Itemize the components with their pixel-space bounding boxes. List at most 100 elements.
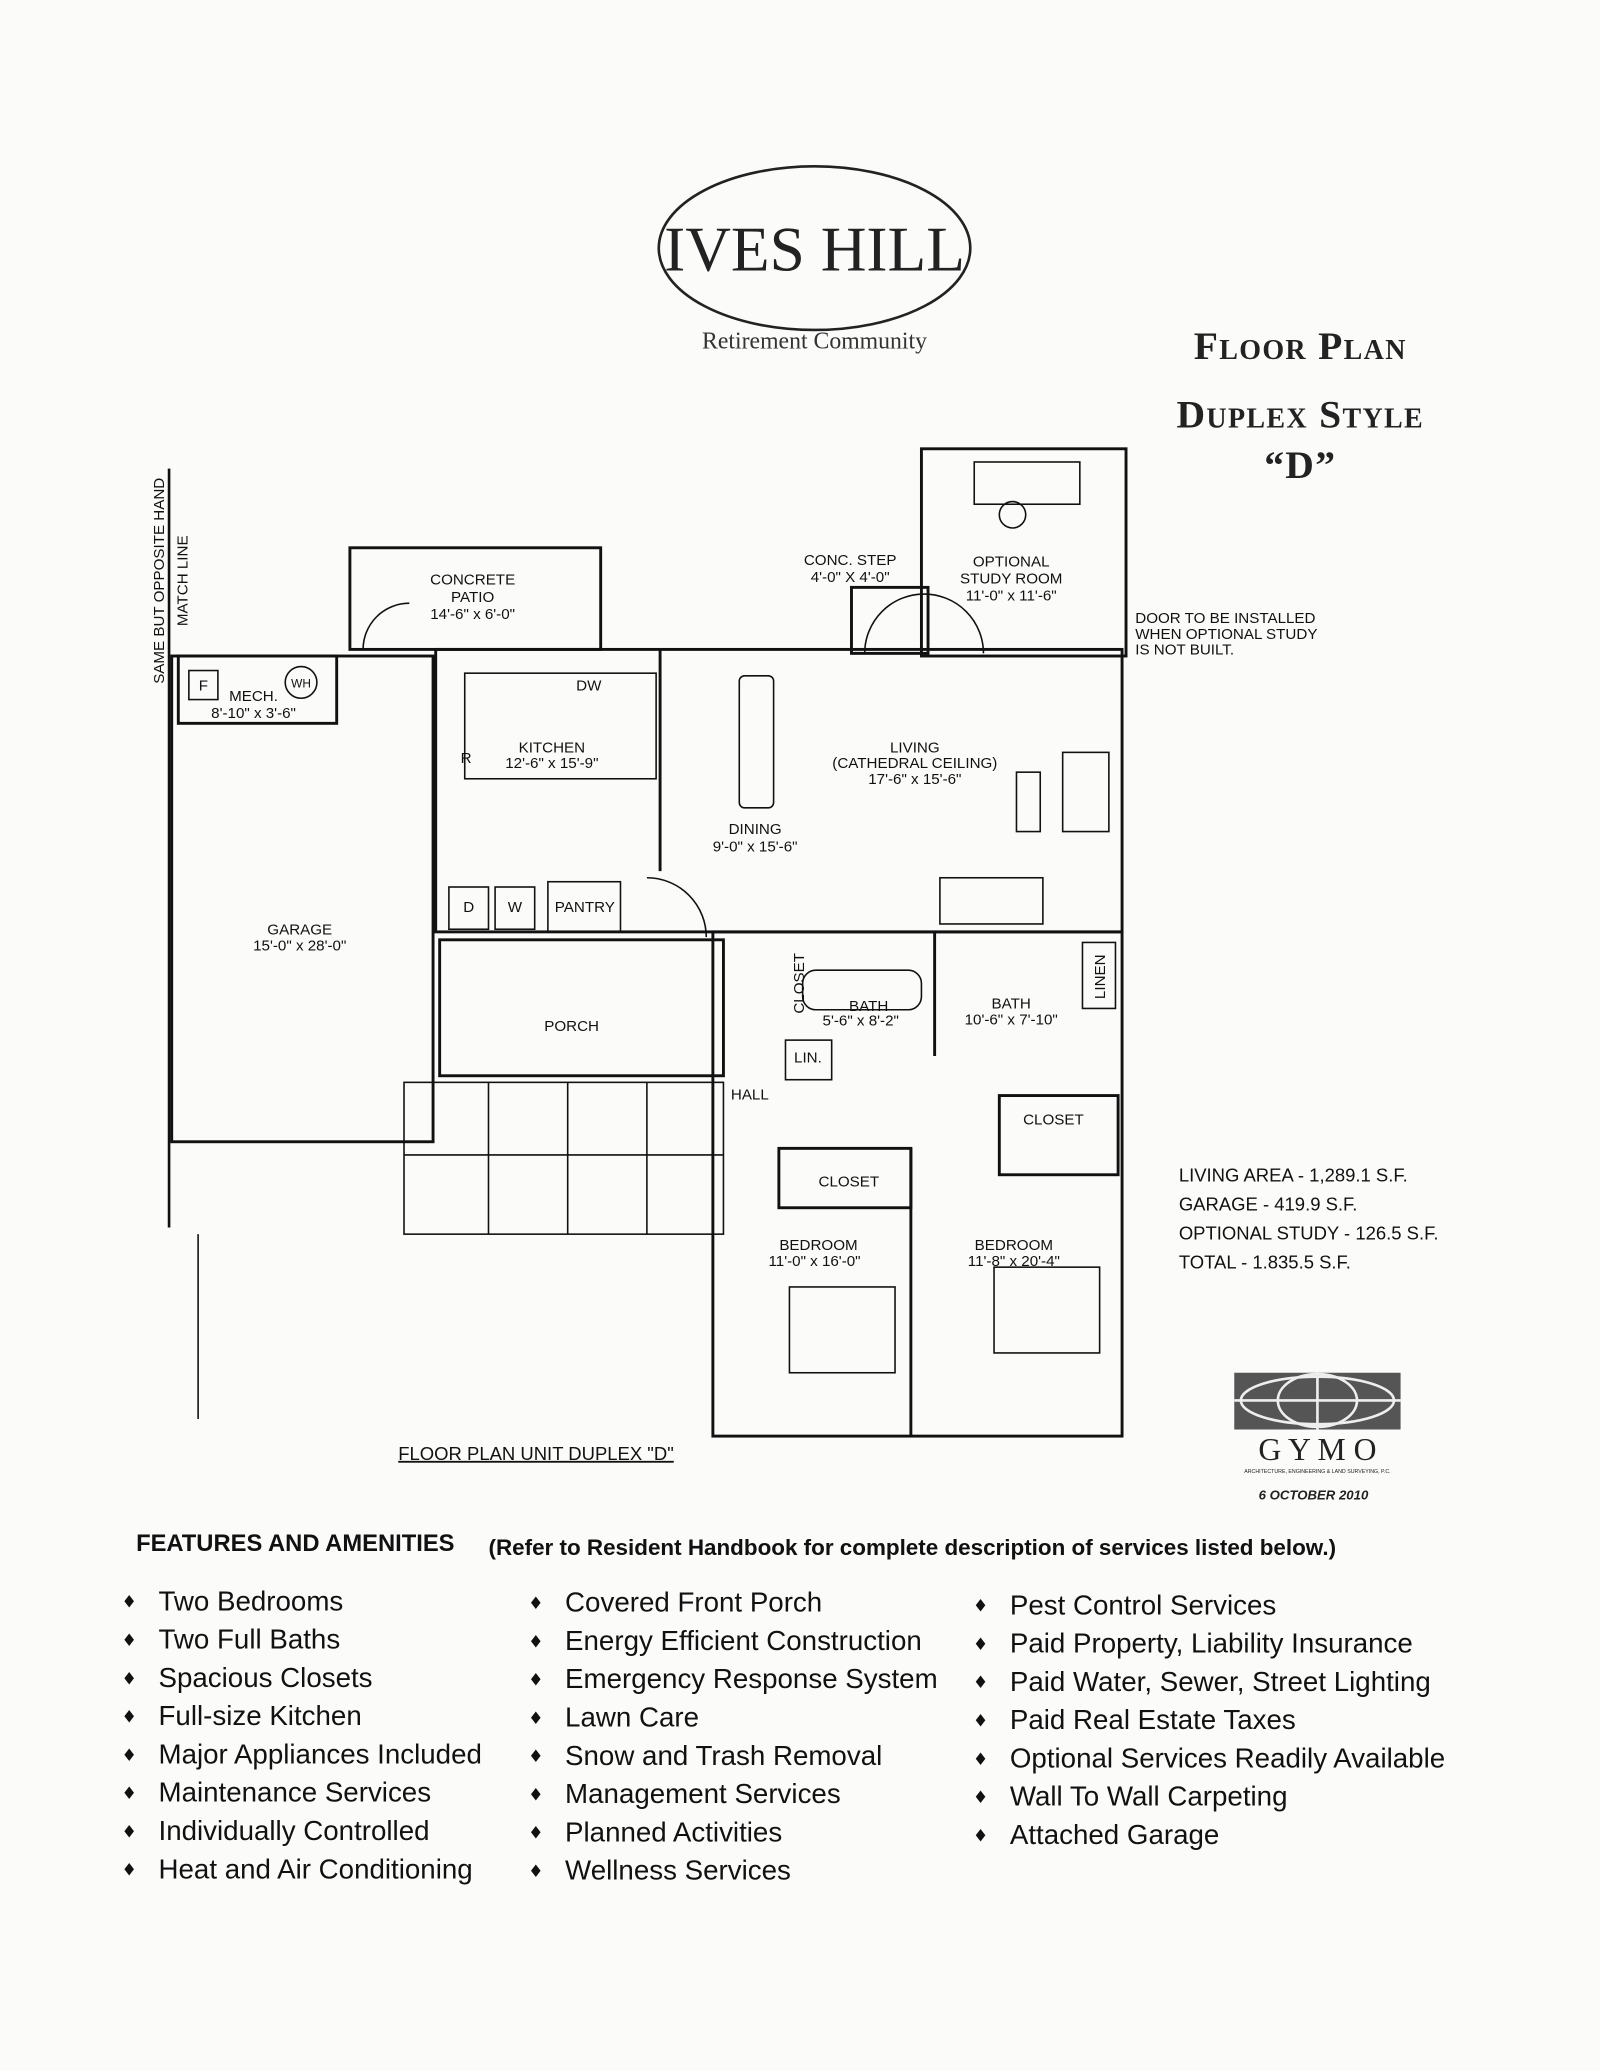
svg-text:10'-6" x 7'-10": 10'-6" x 7'-10" <box>965 1011 1058 1028</box>
feature-item: Covered Front Porch <box>565 1587 822 1618</box>
svg-text:BEDROOM: BEDROOM <box>779 1237 857 1254</box>
match-line: SAME BUT OPPOSITE HAND MATCH LINE <box>151 468 192 1228</box>
feature-item: Attached Garage <box>1010 1819 1219 1850</box>
feature-item: Management Services <box>565 1778 841 1809</box>
feature-item: Wellness Services <box>565 1855 791 1886</box>
bullet-icon: ♦ <box>528 1824 543 1844</box>
heading-style-letter: “D” <box>1264 443 1336 487</box>
svg-text:DW: DW <box>576 677 602 694</box>
svg-text:BATH: BATH <box>849 998 888 1015</box>
svg-text:LIN.: LIN. <box>794 1050 822 1067</box>
features-section: FEATURES AND AMENITIES (Refer to Residen… <box>122 1530 1446 1886</box>
svg-text:F: F <box>199 677 208 694</box>
feature-item: Paid Property, Liability Insurance <box>1010 1628 1413 1659</box>
bullet-icon: ♦ <box>122 1784 137 1804</box>
svg-text:W: W <box>508 899 523 916</box>
heading-floor-plan: Floor Plan <box>1194 324 1407 368</box>
bullet-icon: ♦ <box>122 1631 137 1651</box>
svg-text:14'-6" x 6'-0": 14'-6" x 6'-0" <box>430 606 515 623</box>
feature-item: Major Appliances Included <box>159 1738 482 1769</box>
ives-hill-logo: IVES HILL Retirement Community <box>657 164 972 354</box>
bullet-icon: ♦ <box>528 1671 543 1691</box>
bullet-icon: ♦ <box>122 1593 137 1613</box>
svg-text:G Y M O: G Y M O <box>1258 1432 1376 1467</box>
svg-text:WH: WH <box>291 677 311 691</box>
feature-item: Optional Services Readily Available <box>1010 1742 1445 1773</box>
plan-caption: FLOOR PLAN UNIT DUPLEX "D" <box>398 1443 674 1464</box>
svg-text:DINING: DINING <box>729 821 782 838</box>
room-labels: CONCRETE PATIO 14'-6" x 6'-0" CONC. STEP… <box>188 552 1317 1270</box>
bullet-icon: ♦ <box>528 1594 543 1614</box>
svg-text:D: D <box>463 899 474 916</box>
bullet-icon: ♦ <box>973 1711 988 1731</box>
bullet-icon: ♦ <box>973 1826 988 1846</box>
floor-plan-walls <box>170 447 1128 1438</box>
svg-text:GARAGE: GARAGE <box>267 922 332 939</box>
svg-text:11'-8" x 20'-4": 11'-8" x 20'-4" <box>968 1253 1060 1270</box>
bullet-icon: ♦ <box>973 1673 988 1693</box>
heading-duplex-style: Duplex Style <box>1177 393 1424 437</box>
svg-text:DOOR TO BE INSTALLED: DOOR TO BE INSTALLED <box>1135 610 1315 627</box>
svg-text:HALL: HALL <box>731 1087 769 1104</box>
furniture <box>738 461 1110 1374</box>
svg-text:OPTIONAL STUDY - 126.5 S.F.: OPTIONAL STUDY - 126.5 S.F. <box>1179 1222 1439 1243</box>
svg-text:6 OCTOBER 2010: 6 OCTOBER 2010 <box>1259 1487 1369 1502</box>
feature-item: Wall To Wall Carpeting <box>1010 1781 1288 1812</box>
logo-subtitle: Retirement Community <box>702 328 927 354</box>
svg-text:IS NOT BUILT.: IS NOT BUILT. <box>1135 642 1234 659</box>
svg-text:LIVING: LIVING <box>890 739 940 756</box>
feature-item: Planned Activities <box>565 1816 782 1847</box>
svg-text:R: R <box>461 750 472 767</box>
svg-text:PANTRY: PANTRY <box>555 899 615 916</box>
feature-item: Pest Control Services <box>1010 1589 1276 1620</box>
bullet-icon: ♦ <box>122 1746 137 1766</box>
feature-item: Heat and Air Conditioning <box>159 1853 473 1884</box>
feature-item: Emergency Response System <box>565 1663 938 1694</box>
svg-text:9'-0" x 15'-6": 9'-0" x 15'-6" <box>713 838 798 855</box>
svg-text:OPTIONAL: OPTIONAL <box>973 553 1050 570</box>
svg-text:CONCRETE: CONCRETE <box>430 572 515 589</box>
svg-text:(CATHEDRAL CEILING): (CATHEDRAL CEILING) <box>832 755 997 772</box>
bullet-icon: ♦ <box>122 1708 137 1728</box>
svg-text:MECH.: MECH. <box>229 688 278 705</box>
svg-text:GARAGE - 419.9 S.F.: GARAGE - 419.9 S.F. <box>1179 1193 1358 1214</box>
feature-item: Energy Efficient Construction <box>565 1625 922 1656</box>
svg-text:12'-6" x 15'-9": 12'-6" x 15'-9" <box>505 755 598 772</box>
svg-text:STUDY ROOM: STUDY ROOM <box>960 570 1062 587</box>
feature-item: Two Bedrooms <box>159 1585 344 1616</box>
feature-item: Two Full Baths <box>159 1624 341 1655</box>
bullet-icon: ♦ <box>528 1709 543 1729</box>
bullet-icon: ♦ <box>973 1635 988 1655</box>
bullet-icon: ♦ <box>528 1785 543 1805</box>
features-title: FEATURES AND AMENITIES <box>136 1530 454 1557</box>
bullet-icon: ♦ <box>122 1861 137 1881</box>
svg-text:8'-10" x 3'-6": 8'-10" x 3'-6" <box>211 705 296 722</box>
svg-text:BATH: BATH <box>992 995 1031 1012</box>
svg-text:WHEN OPTIONAL STUDY: WHEN OPTIONAL STUDY <box>1135 626 1317 643</box>
features-note: (Refer to Resident Handbook for complete… <box>488 1535 1336 1560</box>
feature-item: Maintenance Services <box>159 1777 432 1808</box>
svg-text:KITCHEN: KITCHEN <box>519 739 586 756</box>
svg-text:5'-6" x 8'-2": 5'-6" x 8'-2" <box>823 1013 899 1030</box>
bullet-icon: ♦ <box>122 1822 137 1842</box>
svg-text:CLOSET: CLOSET <box>819 1174 880 1191</box>
svg-text:CONC. STEP: CONC. STEP <box>804 552 897 569</box>
feature-item: Paid Real Estate Taxes <box>1010 1704 1296 1735</box>
svg-text:17'-6" x 15'-6": 17'-6" x 15'-6" <box>868 771 961 788</box>
svg-text:CLOSET: CLOSET <box>791 953 808 1014</box>
svg-text:LIVING AREA - 1,289.1 S.F.: LIVING AREA - 1,289.1 S.F. <box>1179 1164 1408 1185</box>
bullet-icon: ♦ <box>973 1750 988 1770</box>
gymo-logo: G Y M O ARCHITECTURE, ENGINEERING & LAND… <box>1234 1372 1401 1502</box>
feature-item: Individually Controlled <box>159 1815 430 1846</box>
feature-item: Spacious Closets <box>159 1662 373 1693</box>
bullet-icon: ♦ <box>528 1862 543 1882</box>
bullet-icon: ♦ <box>973 1597 988 1617</box>
svg-text:MATCH LINE: MATCH LINE <box>175 535 192 626</box>
feature-item: Snow and Trash Removal <box>565 1740 882 1771</box>
svg-text:PATIO: PATIO <box>451 589 494 606</box>
svg-text:SAME BUT OPPOSITE HAND: SAME BUT OPPOSITE HAND <box>151 478 168 684</box>
bullet-icon: ♦ <box>973 1788 988 1808</box>
svg-text:PORCH: PORCH <box>544 1018 599 1035</box>
